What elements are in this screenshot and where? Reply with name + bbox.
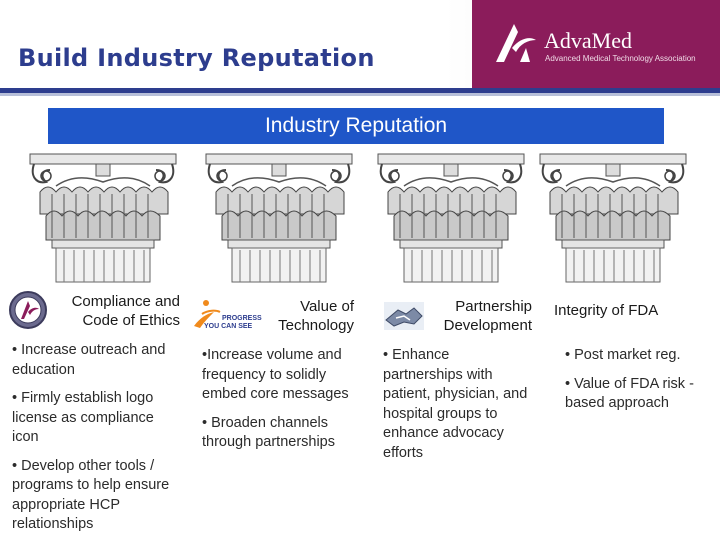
bullet-item: • Post market reg.: [565, 347, 681, 363]
pillar-heading: Integrity of FDA: [554, 301, 684, 320]
pillar-heading-line1: Integrity of FDA: [554, 302, 659, 319]
pillar-heading-line2: Development: [443, 317, 532, 334]
pillar-bullets: • Enhance partnerships with patient, phy…: [383, 346, 533, 472]
pillar-heading-line2: Technology: [278, 317, 354, 334]
pillar-heading-line1: Partnership: [455, 298, 532, 315]
bullet-item: • Enhance partnerships with patient, phy…: [383, 347, 528, 461]
pillar-partnership: [368, 152, 534, 532]
pillar-bullets: •Increase volume and frequency to solidl…: [202, 346, 352, 462]
seal-icon: [9, 291, 47, 329]
pillar-heading: Compliance and Code of Ethics: [54, 292, 180, 330]
column-capital-icon: [374, 152, 528, 284]
slide-header: Build Industry Reputation AdvaMed Advanc…: [0, 0, 720, 88]
header-rule: [0, 88, 720, 93]
pillar-heading-line2: Code of Ethics: [82, 312, 180, 329]
pillar-heading-line1: Compliance and: [71, 293, 180, 310]
pillar-heading: Partnership Development: [424, 297, 532, 335]
column-capital-icon: [26, 152, 180, 284]
logo-name: AdvaMed: [544, 28, 632, 53]
pillar-bullets: • Increase outreach and education • Firm…: [12, 341, 177, 544]
advamed-logo: AdvaMed Advanced Medical Technology Asso…: [472, 0, 720, 88]
logo-subtitle: Advanced Medical Technology Association: [545, 54, 696, 63]
pillar-value-of-technology: [196, 152, 362, 532]
progress-logo-text: PROGRESS: [222, 315, 262, 322]
header-rule-light: [0, 93, 720, 96]
progress-logo-icon: PROGRESS YOU CAN SEE: [190, 298, 264, 332]
bullet-item: • Value of FDA risk -based approach: [565, 375, 694, 412]
advamed-a-mark-icon: [496, 24, 536, 62]
industry-reputation-banner: Industry Reputation: [48, 108, 664, 144]
pillar-heading: Value of Technology: [262, 297, 354, 335]
pillar-heading-line1: Value of: [300, 298, 354, 315]
progress-figure-icon: [194, 300, 221, 328]
bullet-item: •Increase volume and frequency to solidl…: [202, 347, 349, 402]
pillar-bullets: • Post market reg. • Value of FDA risk -…: [565, 346, 705, 423]
progress-logo-subtext: YOU CAN SEE: [204, 323, 253, 330]
pillar-integrity-of-fda: [530, 152, 696, 532]
bullet-item: • Develop other tools / programs to help…: [12, 457, 170, 533]
column-capital-icon: [536, 152, 690, 284]
bullet-item: • Increase outreach and education: [12, 342, 166, 378]
bullet-item: • Broaden channels through partnerships: [202, 414, 335, 451]
column-capital-icon: [202, 152, 356, 284]
bullet-item: • Firmly establish logo license as compl…: [12, 390, 154, 445]
slide-title: Build Industry Reputation: [18, 44, 375, 72]
handshake-icon: [384, 302, 424, 330]
